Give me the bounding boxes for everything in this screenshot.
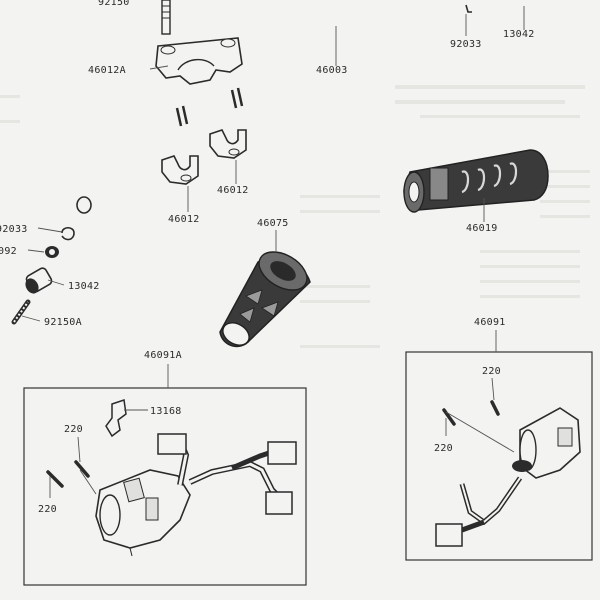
- right-switch-frame: [405, 351, 593, 561]
- label-clip: 13168: [150, 406, 182, 417]
- label-clamp-left: 46012: [168, 214, 200, 225]
- circlip-left[interactable]: [61, 226, 75, 241]
- lower-clamp-left[interactable]: [161, 155, 199, 185]
- label-switch-right: 46091: [474, 317, 506, 328]
- upper-clamp[interactable]: [155, 37, 243, 85]
- label-collar-left: 092: [0, 246, 17, 257]
- left-switch-housing[interactable]: [95, 469, 191, 557]
- label-handlebar: 46003: [316, 65, 348, 76]
- right-switch-wiring[interactable]: [435, 476, 523, 547]
- right-grip[interactable]: [403, 149, 549, 213]
- right-switch-screw-upper[interactable]: [490, 400, 500, 416]
- connector-c[interactable]: [265, 491, 293, 515]
- label-weight-top: 13042: [503, 29, 535, 40]
- right-switch-screw-lower[interactable]: [442, 408, 456, 426]
- left-switch-frame: [23, 387, 307, 586]
- collar-left[interactable]: [45, 246, 59, 258]
- connector-d[interactable]: [435, 523, 463, 547]
- label-circlip-left: 92033: [0, 224, 28, 235]
- label-grip-right: 46019: [466, 223, 498, 234]
- label-switch-left: 46091A: [144, 350, 182, 361]
- leader-lines: [21, 6, 525, 498]
- lower-clamp-right[interactable]: [209, 129, 247, 159]
- bar-end-weight-left[interactable]: [23, 267, 53, 296]
- label-clamp-top: 46012A: [88, 65, 126, 76]
- label-grip-left: 46075: [257, 218, 289, 229]
- label-screw-r2: 220: [434, 443, 453, 454]
- label-top-clip: 92150: [98, 0, 130, 8]
- connector-a[interactable]: [157, 433, 187, 455]
- circlip-top[interactable]: [465, 4, 472, 13]
- left-switch-wiring[interactable]: [157, 433, 297, 515]
- left-grip[interactable]: [219, 244, 314, 350]
- label-screw-l1: 220: [64, 424, 83, 435]
- label-bolt-left: 92150A: [44, 317, 82, 328]
- wire-clip[interactable]: [105, 399, 127, 438]
- bar-end-bolt-left[interactable]: [11, 299, 31, 325]
- label-weight-left: 13042: [68, 281, 100, 292]
- part-labels: 92150 46012A 46003 92033 13042 46012 460…: [0, 0, 535, 515]
- background-bleed: [0, 85, 590, 348]
- left-switch-screw-upper[interactable]: [74, 460, 90, 478]
- top-bolt[interactable]: [161, 0, 171, 35]
- right-switch-housing[interactable]: [512, 407, 581, 479]
- label-clamp-right: 46012: [217, 185, 249, 196]
- connector-b[interactable]: [267, 441, 297, 465]
- left-switch-screw-lower[interactable]: [46, 470, 64, 488]
- label-circlip-top: 92033: [450, 39, 482, 50]
- label-screw-r1: 220: [482, 366, 501, 377]
- label-screw-l2: 220: [38, 504, 57, 515]
- handlebar[interactable]: [76, 6, 466, 214]
